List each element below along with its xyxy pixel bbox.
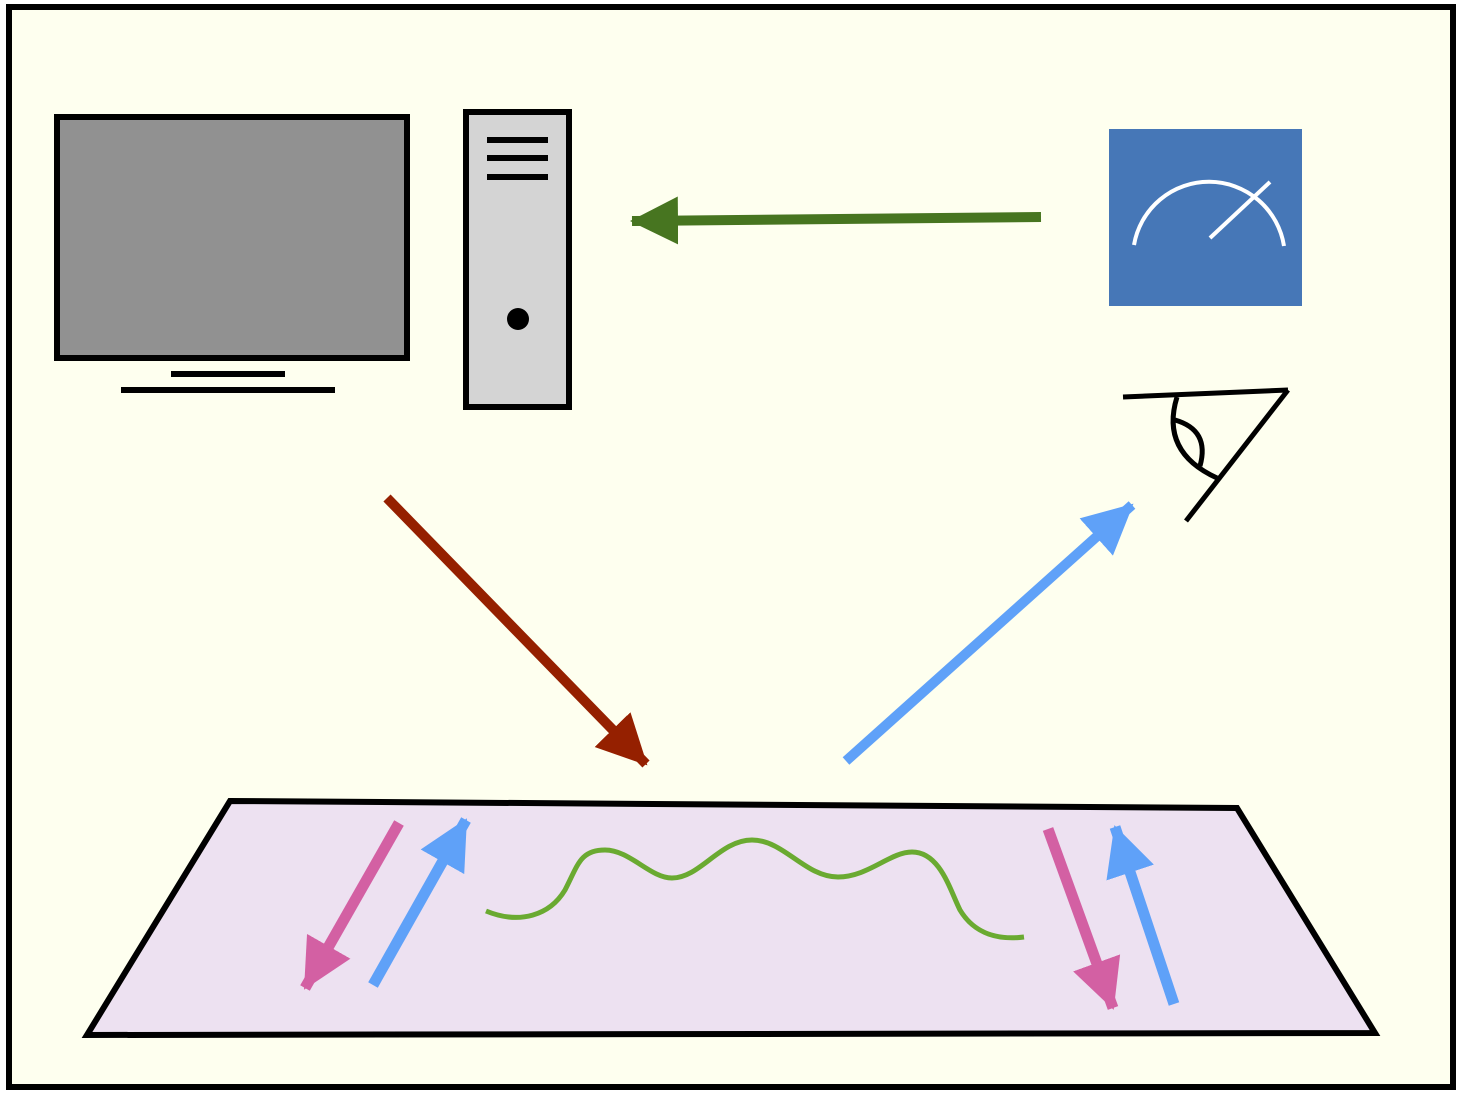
meter-dial-arc	[1132, 179, 1286, 247]
computer-tower-icon	[463, 109, 572, 410]
eye-lid-top	[1122, 387, 1289, 400]
emission-arrow-sample-to-eye	[842, 501, 1136, 765]
meter-needle	[1208, 180, 1272, 240]
spin-down-arrow-right	[1042, 827, 1121, 1010]
meter-panel	[1109, 129, 1302, 306]
eye-ball	[1170, 396, 1219, 481]
excitation-arrow-computer-to-sample	[383, 494, 650, 768]
eye-icon	[1122, 387, 1290, 523]
monitor-icon	[54, 114, 410, 393]
sample-surface	[81, 797, 1381, 1039]
eye-lid-bottom	[1184, 388, 1290, 523]
spin-up-arrow-right	[1106, 825, 1180, 1006]
spin-down-arrow-left	[300, 820, 404, 991]
gauge-meter-icon	[1109, 129, 1302, 306]
spin-up-arrow-left	[368, 817, 471, 988]
spin-wave	[485, 837, 1025, 941]
monitor-screen	[54, 114, 410, 361]
tower-power-button	[507, 308, 529, 330]
eye-pupil	[1174, 417, 1205, 467]
tower-body	[463, 109, 572, 410]
signal-arrow-meter-to-computer	[630, 196, 1042, 245]
